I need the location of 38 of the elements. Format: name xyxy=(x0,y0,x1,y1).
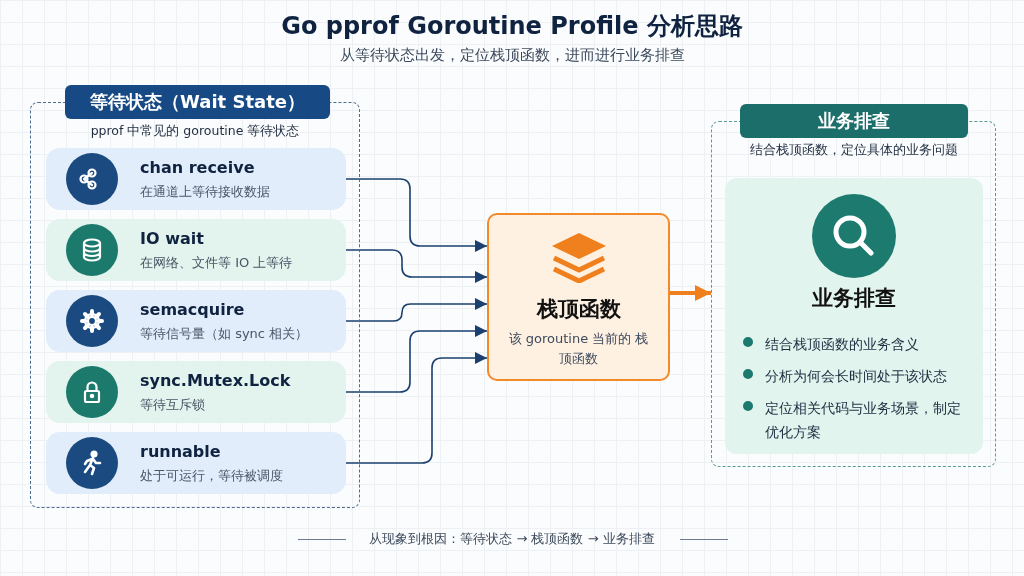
state-description: 在通道上等待接收数据 xyxy=(140,183,270,201)
subheading: 结合栈顶函数，定位具体的业务问题 xyxy=(748,142,959,159)
box-description: 该 goroutine 当前的 栈顶函数 xyxy=(507,330,650,368)
state-card xyxy=(46,219,346,281)
header-banner: 等待状态（Wait State） xyxy=(65,85,330,119)
result-card xyxy=(725,178,983,454)
arrow xyxy=(670,285,711,301)
state-name: IO wait xyxy=(140,229,204,248)
arrow xyxy=(345,298,488,322)
state-card xyxy=(46,432,346,494)
state-name: chan receive xyxy=(140,158,255,177)
state-name: runnable xyxy=(140,442,221,461)
card-heading: 业务排查 xyxy=(811,285,897,312)
state-card xyxy=(46,290,346,352)
footer-note: 从现象到根因：等待状态 → 栈顶函数 → 业务排查 xyxy=(369,530,655,548)
header-banner: 业务排查 xyxy=(740,104,968,138)
box-heading: 栈顶函数 xyxy=(535,296,622,323)
state-card xyxy=(46,361,346,423)
state-name: sync.Mutex.Lock xyxy=(140,371,291,390)
state-description: 等待互斥锁 xyxy=(140,396,205,414)
state-description: 等待信号量（如 sync 相关） xyxy=(140,325,309,343)
bullet-text: 分析为何会长时间处于该状态 xyxy=(765,367,948,386)
arrow xyxy=(345,249,488,283)
state-card xyxy=(46,148,346,210)
subtitle: 从等待状态出发，定位栈顶函数，进而进行业务排查 xyxy=(339,46,685,65)
function-box xyxy=(487,213,670,381)
bullet-text: 定位相关代码与业务场景，制定优化方案 xyxy=(765,399,961,442)
bullet-text: 结合栈顶函数的业务含义 xyxy=(765,335,920,354)
arrow xyxy=(345,325,488,393)
group-panel xyxy=(711,104,996,467)
title: Go pprof Goroutine Profile 分析思路 xyxy=(281,11,743,42)
subheading: pprof 中常见的 goroutine 等待状态 xyxy=(89,123,301,140)
arrow xyxy=(345,178,488,252)
state-description: 在网络、文件等 IO 上等待 xyxy=(140,254,293,272)
arrow xyxy=(345,352,488,464)
state-description: 处于可运行，等待被调度 xyxy=(140,467,283,485)
group-panel xyxy=(30,85,360,508)
state-name: semacquire xyxy=(140,300,245,319)
